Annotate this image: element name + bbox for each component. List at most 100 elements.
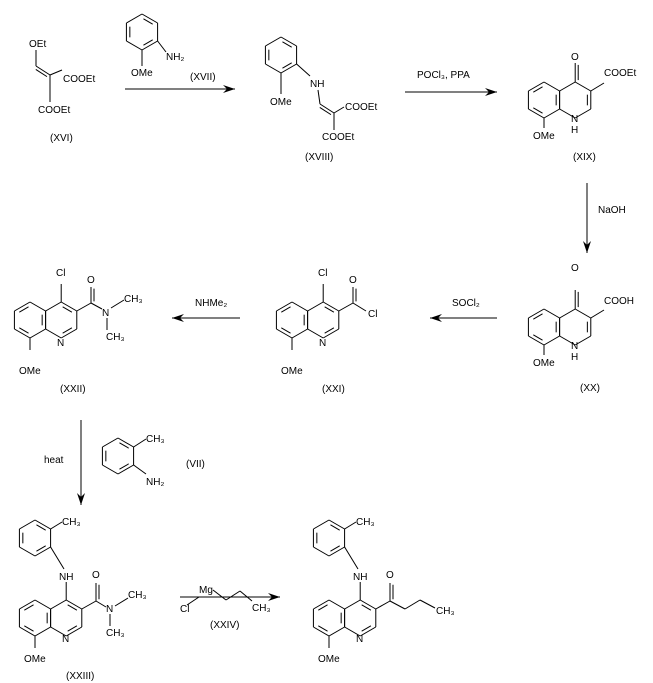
bond <box>296 63 311 77</box>
arrowhead-icon <box>268 593 280 601</box>
compound-label: (XXIII) <box>66 671 94 682</box>
double-bond <box>35 69 48 78</box>
oxo-atom: O <box>349 275 357 286</box>
compound-xxiii: CH₃ NH O N CH₃ CH₃ N OMe (XXIII) <box>24 517 147 682</box>
h-atom: H <box>571 125 578 136</box>
ring-bond <box>574 308 592 319</box>
n-atom: N <box>319 338 326 349</box>
methyl-group: CH₃ <box>124 294 143 305</box>
chloro-atom: Cl <box>180 604 189 615</box>
ring-double-bond <box>36 545 46 552</box>
nh-group: NH <box>353 572 367 583</box>
ring-bond <box>19 599 36 610</box>
chloro-atom: Cl <box>318 268 327 279</box>
ome-group: OMe <box>281 366 303 377</box>
bond <box>35 65 51 76</box>
cooet-group: COOEt <box>604 68 636 79</box>
ring-bond <box>60 328 78 339</box>
chloro-atom: Cl <box>56 268 65 279</box>
bond <box>49 69 63 76</box>
bond <box>590 309 605 319</box>
ring-double-bond <box>281 327 291 334</box>
reagent-heat: heat <box>44 455 64 466</box>
ring-bond <box>543 308 560 319</box>
ring-bond <box>328 519 345 530</box>
ome-group: OMe <box>131 68 153 79</box>
ring-double-bond <box>119 442 129 449</box>
cooet-group: COOEt <box>345 102 377 113</box>
ring-double-bond <box>318 625 328 632</box>
reagent-pocl3-ppa: POCl₃, PPA <box>417 70 470 81</box>
ring-bond <box>313 599 330 610</box>
ring-bond <box>29 328 46 339</box>
ring-bond <box>307 328 324 339</box>
bond <box>90 302 103 310</box>
ring-bond <box>574 108 592 119</box>
ring-bond <box>14 328 31 339</box>
ring-double-bond <box>533 334 543 341</box>
ring-bond <box>528 335 545 346</box>
compound-label: (XXIV) <box>210 620 239 631</box>
compound-xix: O COOEt N H OMe (XIX) <box>533 52 636 163</box>
arrows-layer <box>77 85 591 601</box>
ring-bond <box>50 626 67 637</box>
ring-bond <box>34 626 51 637</box>
ring-bond <box>141 40 158 51</box>
ring-bond <box>543 335 560 346</box>
ring-bond <box>328 546 345 557</box>
nh-group: NH <box>310 79 324 90</box>
ring-bond <box>19 546 36 557</box>
bond <box>375 600 391 610</box>
bond <box>133 438 147 448</box>
ring-bond <box>19 626 36 637</box>
ring-bond <box>141 13 158 24</box>
arrowhead-icon <box>430 314 442 322</box>
ring-double-bond <box>62 306 73 313</box>
oet-group: OEt <box>29 39 46 50</box>
compound-xx: O COOH N H OMe (XX) <box>533 263 634 394</box>
bond <box>338 302 354 312</box>
methyl-group: CH₃ <box>106 628 125 639</box>
ring-double-bond <box>36 524 46 531</box>
bond <box>344 521 357 530</box>
bond <box>352 302 367 312</box>
ring-double-bond <box>533 107 543 114</box>
compound-xxiv: Cl Mg CH₃ (XXIV) <box>180 585 271 631</box>
n-atom: N <box>571 341 578 352</box>
ring-double-bond <box>330 545 340 552</box>
ring-bond <box>313 626 330 637</box>
cooet-group: COOEt <box>322 132 354 143</box>
ring-bond <box>126 40 143 51</box>
ring-bond <box>359 626 377 637</box>
ring-bond <box>45 328 62 339</box>
bond <box>212 589 227 601</box>
methyl-group: CH₃ <box>146 434 165 445</box>
magnesium-atom: Mg <box>199 585 213 596</box>
ring-bond <box>559 308 576 319</box>
ring-double-bond <box>19 306 29 313</box>
compound-label: (XVI) <box>50 133 73 144</box>
ring-double-bond <box>119 463 129 470</box>
bond <box>590 82 605 92</box>
ring-double-bond <box>361 625 372 632</box>
ring-bond <box>34 519 51 530</box>
compound-xxii: Cl O N CH₃ CH₃ N OMe (XXII) <box>19 268 143 395</box>
compound-label: (XXII) <box>60 384 86 395</box>
compound-label: (XX) <box>580 383 600 394</box>
methyl-group: CH₃ <box>106 332 125 343</box>
bond <box>404 599 421 610</box>
ome-group: OMe <box>533 358 555 369</box>
ring-bond <box>359 599 377 610</box>
methyl-group: CH₃ <box>356 517 375 528</box>
ring-bond <box>102 437 119 448</box>
compound-product: CH₃ NH O CH₃ N OMe <box>318 517 455 665</box>
ring-bond <box>45 301 62 312</box>
ring-bond <box>50 599 67 610</box>
bond <box>419 599 436 609</box>
ring-double-bond <box>282 41 292 48</box>
reagent-socl2: SOCl₂ <box>452 298 480 309</box>
compound-label: (XVIII) <box>305 152 333 163</box>
compound-label: (XVII) <box>190 72 216 83</box>
